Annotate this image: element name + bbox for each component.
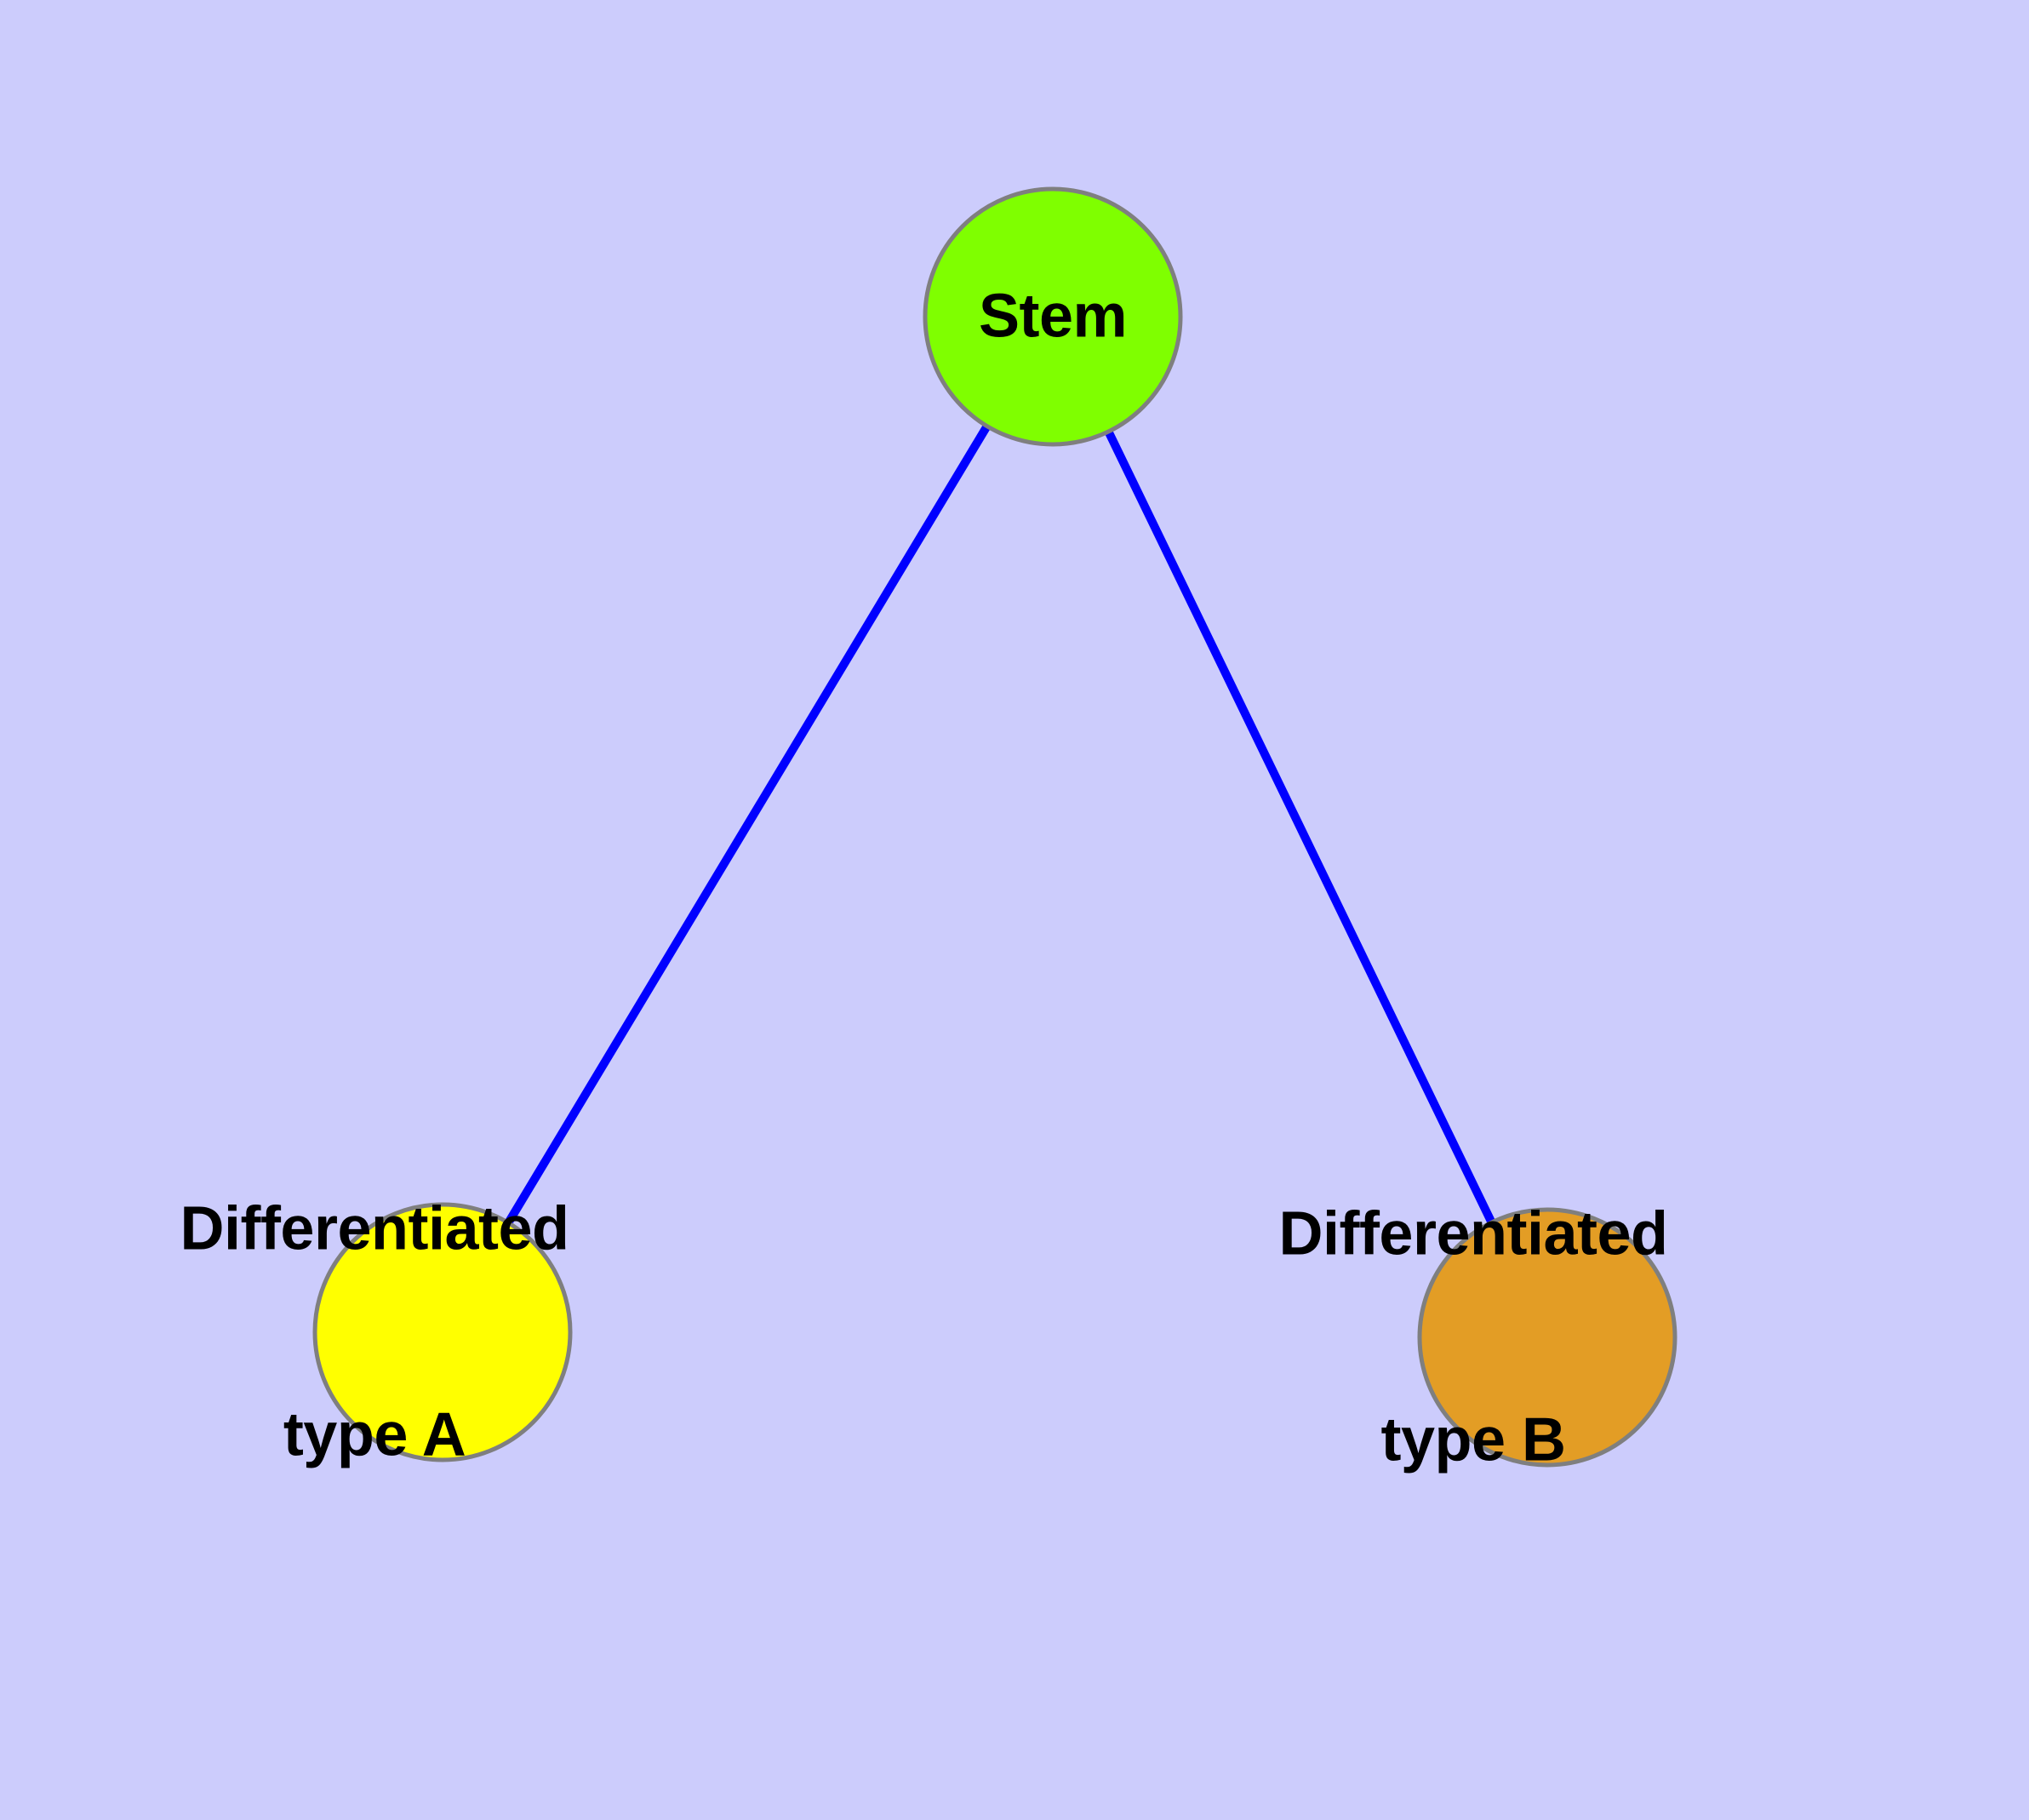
node-differentiated-type-a[interactable]: [312, 1202, 573, 1462]
edge-stem-to-differentiated-type-b[interactable]: [1049, 312, 1552, 1342]
node-group: [312, 186, 1677, 1468]
edge-group: [438, 312, 1552, 1342]
node-stem[interactable]: [923, 186, 1183, 447]
node-differentiated-type-b[interactable]: [1417, 1207, 1677, 1468]
edge-stem-to-differentiated-type-a[interactable]: [438, 312, 1057, 1336]
